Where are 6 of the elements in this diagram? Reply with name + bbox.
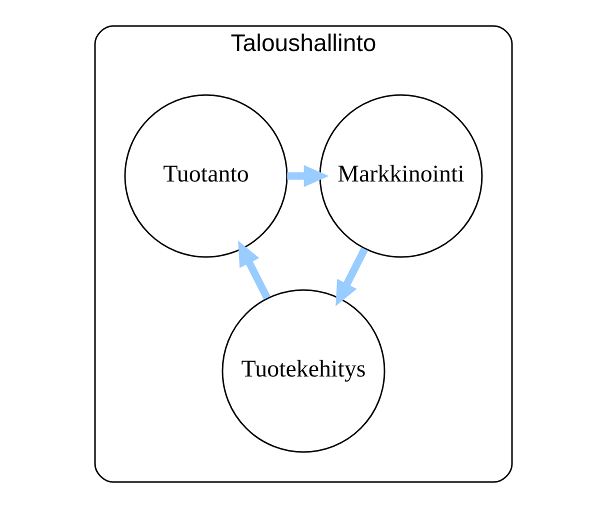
- node-circle: Tuotekehitys: [222, 289, 386, 453]
- node-circle: Markkinointi: [319, 94, 483, 258]
- node-circle: Tuotanto: [124, 94, 288, 258]
- arrow: [336, 247, 368, 306]
- arrow: [238, 240, 271, 300]
- arrow: [287, 165, 329, 187]
